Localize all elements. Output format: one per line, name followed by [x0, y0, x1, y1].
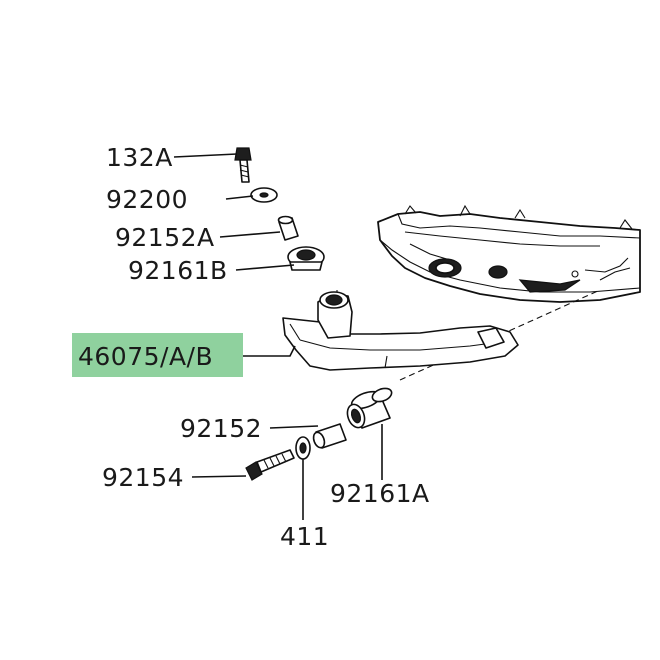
- collar-92152a: [277, 215, 299, 241]
- label-92152a: 92152A: [115, 223, 215, 252]
- lever-46075: [282, 291, 519, 371]
- washer-92200: [250, 187, 278, 203]
- grommet-92161b: [287, 246, 325, 271]
- label-92161a: 92161A: [330, 479, 430, 508]
- label-92152: 92152: [180, 414, 262, 443]
- part-highlight: [72, 333, 243, 377]
- collar-92152: [312, 423, 347, 449]
- label-92200: 92200: [106, 185, 188, 214]
- label-92161b: 92161B: [128, 256, 228, 285]
- label-92154: 92154: [102, 463, 184, 492]
- label-46075: 46075/A/B: [78, 342, 213, 371]
- bolt-132a: [234, 147, 252, 183]
- bolt-92154: [245, 449, 295, 481]
- frame-assembly: [377, 204, 641, 303]
- label-411: 411: [280, 522, 329, 551]
- bushing-92161a: [346, 387, 393, 429]
- washer-411: [295, 436, 311, 460]
- label-132a: 132A: [106, 143, 173, 172]
